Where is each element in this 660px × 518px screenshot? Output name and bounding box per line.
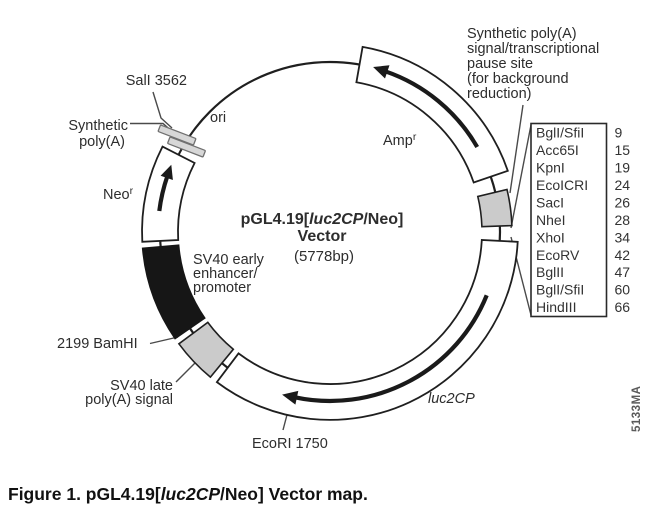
enzyme-table-row: EcoICRI 24 xyxy=(536,177,630,193)
amp-arrow xyxy=(384,69,480,149)
enzyme-table-row: Acc65I 15 xyxy=(536,142,630,158)
enzyme-position: 19 xyxy=(615,159,631,175)
sv40-early-label-line1: SV40 early xyxy=(193,252,265,268)
enzyme-position: 42 xyxy=(615,247,631,263)
enzyme-table-row: SacI 26 xyxy=(536,194,630,210)
pause-site-note-line1: Synthetic poly(A) xyxy=(467,26,577,42)
ori-label: ori xyxy=(210,110,226,126)
synthetic-polya-label-line2: poly(A) xyxy=(79,134,125,150)
enzyme-position: 34 xyxy=(615,229,631,245)
enzyme-table-row: BglI/SfiI 60 xyxy=(536,282,630,298)
pause-site-note: Synthetic poly(A) signal/transcriptional… xyxy=(467,26,599,102)
pause-site-leader-line xyxy=(509,104,524,194)
enzyme-name: SacI xyxy=(536,194,564,210)
enzyme-table-row: XhoI 34 xyxy=(536,229,630,245)
enzyme-name: XhoI xyxy=(536,229,565,245)
vector-title-line2: Vector xyxy=(298,228,347,245)
luc2cp-arrow xyxy=(294,294,489,404)
amp-gene-label: Ampr xyxy=(383,131,417,149)
enzyme-name: NheI xyxy=(536,212,566,228)
enzyme-table-row: NheI 28 xyxy=(536,212,630,228)
enzyme-name: KpnI xyxy=(536,159,565,175)
enzyme-table-row: EcoRV 42 xyxy=(536,247,630,263)
enzyme-name: BglI/SfiI xyxy=(536,125,584,141)
enzyme-position: 60 xyxy=(615,282,631,298)
enzyme-name: BglI/SfiI xyxy=(536,282,584,298)
sv40-early-enhancer-segment xyxy=(141,244,206,340)
enzyme-position: 24 xyxy=(615,177,631,193)
enzyme-table-box xyxy=(530,122,608,318)
enzyme-table-row: KpnI 19 xyxy=(536,159,630,175)
luc2cp-gene-segment xyxy=(215,239,519,421)
enzyme-name: HindIII xyxy=(536,299,576,315)
vector-size: (5778bp) xyxy=(294,248,354,265)
enzyme-name: EcoICRI xyxy=(536,177,588,193)
enzyme-table: BglI/SfiI 9 Acc65I 15 KpnI 19 EcoICRI 24… xyxy=(530,122,630,318)
amp-arrowhead xyxy=(373,65,390,79)
bamhi-site-label: 2199 BamHI xyxy=(57,336,138,352)
enzyme-name: BglII xyxy=(536,264,564,280)
sv40-late-label-line1: SV40 late xyxy=(110,378,173,394)
pause-site-note-line4: (for background xyxy=(467,71,569,87)
table-funnel-line-top xyxy=(510,124,532,229)
enzyme-table-row: BglI/SfiI 9 xyxy=(536,125,623,141)
pause-site-note-line2: signal/transcriptional xyxy=(467,41,599,57)
ecori-site-label: EcoRI 1750 xyxy=(252,436,328,452)
luc2cp-gene-label: luc2CP xyxy=(428,391,475,407)
enzyme-position: 15 xyxy=(615,142,631,158)
bamhi-leader-line xyxy=(149,336,179,345)
enzyme-table-row: BglII 47 xyxy=(536,264,630,280)
neo-gene-segment xyxy=(141,145,196,243)
enzyme-position: 9 xyxy=(615,125,623,141)
figure-caption: Figure 1. pGL4.19[luc2CP/Neo] Vector map… xyxy=(8,484,368,504)
pause-site-note-line5: reduction) xyxy=(467,86,531,102)
enzyme-position: 66 xyxy=(615,299,631,315)
neo-gene-label: Neor xyxy=(103,185,134,203)
sv40-late-polya-segment xyxy=(177,321,235,379)
mcs-pause-site-segment xyxy=(476,188,513,228)
enzyme-position: 28 xyxy=(615,212,631,228)
part-number-label: 5133MA xyxy=(631,386,643,432)
sv40-late-leader-line xyxy=(175,360,198,383)
luc2cp-arrowhead xyxy=(282,390,299,405)
sv40-early-label-line3: promoter xyxy=(193,280,251,296)
sali-leader-line xyxy=(152,91,173,129)
pause-site-note-line3: pause site xyxy=(467,56,533,72)
neo-arrowhead xyxy=(160,164,173,180)
amp-gene-segment xyxy=(355,45,509,184)
synthetic-polya-label-line1: Synthetic xyxy=(68,118,128,134)
vector-title: pGL4.19[luc2CP/Neo] xyxy=(241,211,404,228)
sali-site-label: SalI 3562 xyxy=(126,73,187,89)
sv40-late-label-line2: poly(A) signal xyxy=(85,392,173,408)
enzyme-table-row: HindIII 66 xyxy=(536,299,630,315)
synthetic-polya-band xyxy=(167,136,206,158)
sali-site-tick xyxy=(157,124,197,146)
enzyme-name: EcoRV xyxy=(536,247,580,263)
enzyme-position: 47 xyxy=(615,264,631,280)
enzyme-position: 26 xyxy=(615,194,631,210)
enzyme-name: Acc65I xyxy=(536,142,579,158)
sv40-early-label-line2: enhancer/ xyxy=(193,266,258,282)
